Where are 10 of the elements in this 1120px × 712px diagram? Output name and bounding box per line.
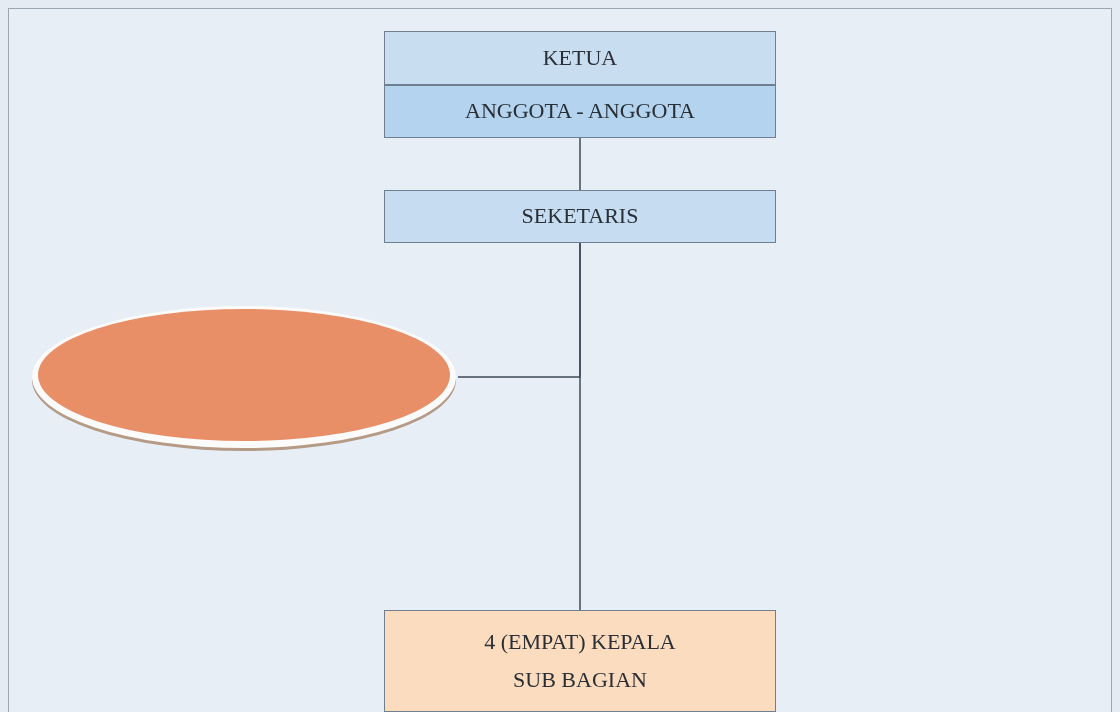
node-label: 4 (EMPAT) KEPALA SUB BAGIAN xyxy=(483,627,677,694)
node-label: KETUA xyxy=(542,43,618,72)
connector-line xyxy=(579,137,581,191)
process-box xyxy=(384,31,776,85)
process-box xyxy=(384,85,776,138)
process-box xyxy=(384,610,776,712)
process-box xyxy=(384,190,776,243)
connector-line xyxy=(457,242,581,378)
node-label: ANGGOTA - ANGGOTA xyxy=(465,97,695,126)
node-label: SEKETARIS xyxy=(521,202,639,231)
